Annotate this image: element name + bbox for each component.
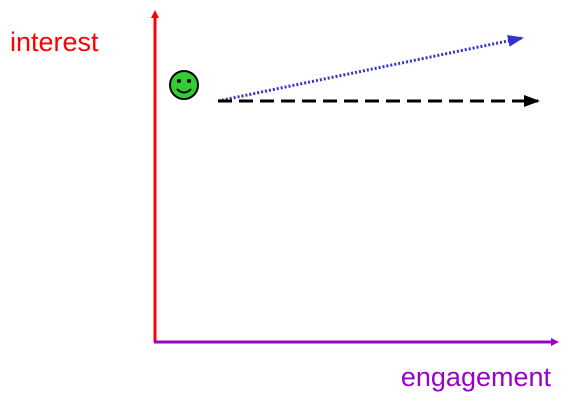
smiley-face-icon	[169, 70, 199, 100]
x-axis-label: engagement	[401, 362, 552, 392]
y-axis-label: interest	[10, 27, 99, 57]
dotted-arrow	[217, 34, 524, 103]
